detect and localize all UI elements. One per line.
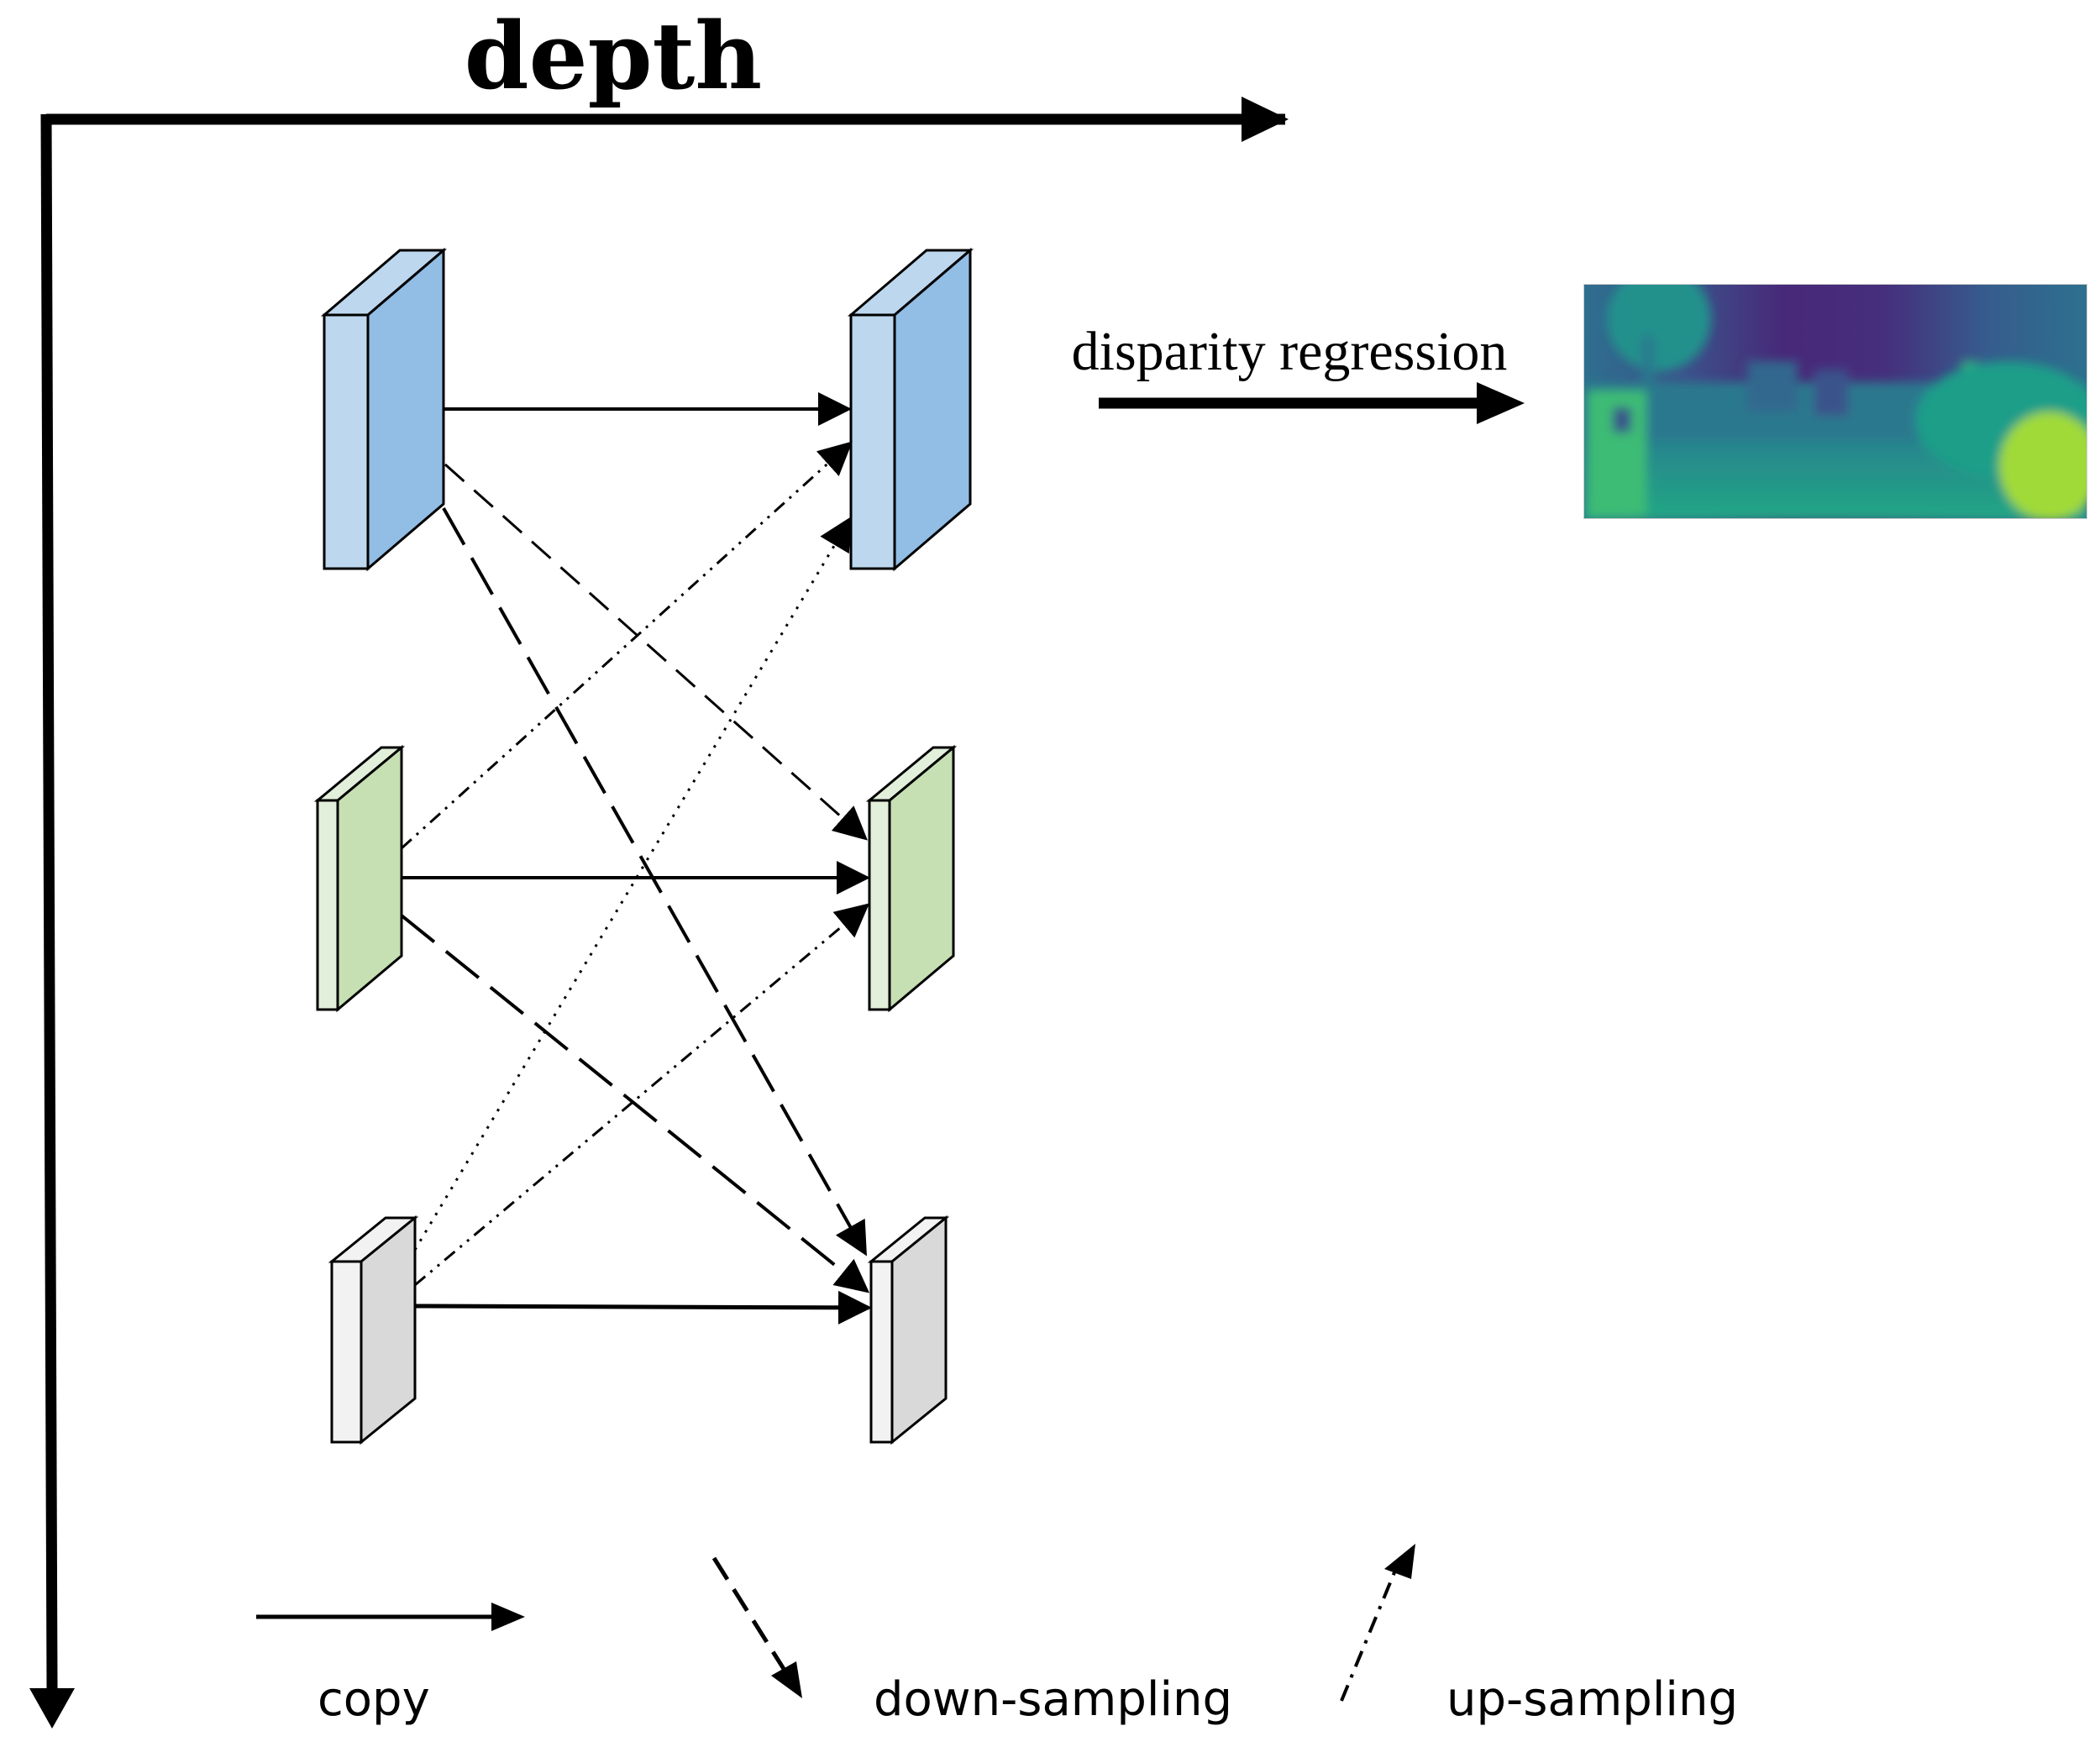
feature-block-left-gray xyxy=(328,1215,419,1445)
down-sampling-connections xyxy=(400,463,870,1293)
feature-block-right-blue xyxy=(847,247,974,572)
legend-down-sampling: down-sampling xyxy=(711,1556,1232,1727)
copy-arrow-bottom xyxy=(414,1290,872,1325)
up-arrow-green-to-blue xyxy=(400,441,853,850)
copy-connections xyxy=(402,392,872,1325)
down-arrow-green-to-gray xyxy=(400,914,870,1293)
up-sampling-connections xyxy=(400,441,870,1287)
up-arrow-gray-to-green xyxy=(414,903,870,1287)
disparity-regression-label: disparity regression xyxy=(1072,321,1508,382)
legend: copy down-sampling up-sampling xyxy=(256,1544,1738,1727)
disparity-regression-arrow xyxy=(1099,382,1525,424)
legend-copy: copy xyxy=(256,1603,525,1727)
legend-down-sampling-label: down-sampling xyxy=(874,1672,1232,1727)
feature-block-left-blue xyxy=(320,247,448,572)
feature-block-right-green xyxy=(865,744,958,1013)
down-arrow-blue-to-green xyxy=(444,463,868,841)
feature-block-left-green xyxy=(313,744,406,1013)
disparity-map-image xyxy=(1583,284,2087,519)
legend-up-sampling-label: up-sampling xyxy=(1446,1672,1738,1727)
depth-axis-label: depth xyxy=(465,2,763,110)
legend-copy-label: copy xyxy=(318,1672,430,1727)
up-arrow-gray-to-blue xyxy=(413,516,853,1251)
down-arrow-blue-to-gray xyxy=(442,507,867,1256)
legend-up-sampling: up-sampling xyxy=(1340,1544,1738,1727)
feature-block-right-gray xyxy=(867,1215,950,1445)
depth-axis xyxy=(29,97,1289,1729)
